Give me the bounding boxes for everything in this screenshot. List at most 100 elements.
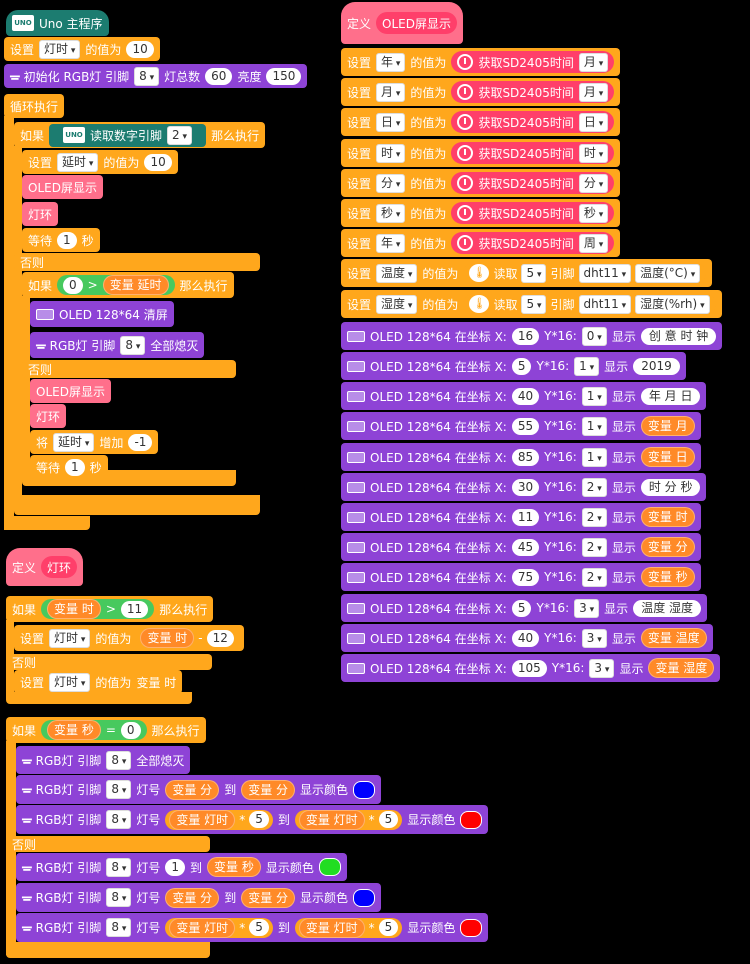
var-dropdown[interactable]: 温度: [376, 263, 418, 283]
x-input[interactable]: 105: [511, 659, 547, 677]
y-dropdown[interactable]: 2: [581, 537, 607, 557]
x-input[interactable]: 5: [511, 357, 532, 375]
set-time-var-block[interactable]: 设置秒的值为获取SD2405时间秒: [341, 199, 621, 227]
set-time-var-block[interactable]: 设置年的值为获取SD2405时间月: [341, 48, 621, 76]
number-input[interactable]: 1: [165, 858, 185, 876]
y-dropdown[interactable]: 1: [581, 416, 607, 436]
get-time-block[interactable]: 获取SD2405时间月: [451, 81, 615, 103]
pin-dropdown[interactable]: 8: [106, 780, 132, 799]
var-dropdown[interactable]: 灯时: [49, 672, 91, 692]
var-dropdown[interactable]: 延时: [53, 432, 95, 452]
x-input[interactable]: 45: [511, 538, 540, 556]
brightness-input[interactable]: 150: [266, 67, 302, 85]
text-input[interactable]: 温度 湿度: [633, 599, 702, 617]
number-input[interactable]: 10: [144, 153, 172, 171]
set-sensor-var-block[interactable]: 设置湿度的值为🌡读取5引脚dht11湿度(%rh): [341, 290, 722, 318]
wait-block[interactable]: 等待 1 秒: [30, 455, 108, 479]
variable-light-hour[interactable]: 变量 灯时: [298, 917, 365, 938]
get-time-block[interactable]: 获取SD2405时间日: [451, 111, 615, 133]
call-oled-display-block[interactable]: OLED屏显示: [30, 379, 111, 403]
y-dropdown[interactable]: 2: [581, 507, 607, 527]
color-swatch-red[interactable]: [460, 918, 483, 937]
variable-second[interactable]: 变量 秒: [207, 857, 261, 877]
count-input[interactable]: 60: [205, 67, 233, 85]
variable-minute[interactable]: 变量 分: [165, 779, 220, 800]
compare-block[interactable]: 0 > 变量 延时: [57, 275, 175, 295]
set-time-var-block[interactable]: 设置日的值为获取SD2405时间日: [341, 108, 621, 136]
oled-print-block[interactable]: OLED 128*64 在坐标 X:5Y*16:1显示2019: [341, 352, 686, 380]
multiply-block[interactable]: 变量 灯时*5: [165, 809, 273, 830]
variable-delay[interactable]: 变量 延时: [102, 275, 169, 295]
y-dropdown[interactable]: 1: [581, 386, 607, 406]
x-input[interactable]: 5: [511, 599, 532, 617]
set-light-hour-block[interactable]: 设置 灯时 的值为 10: [4, 37, 160, 61]
var-dropdown[interactable]: 年: [376, 52, 406, 72]
rgb-range-color-block[interactable]: ᚚ RGB灯 引脚 8 灯号 变量 灯时*5 到 变量 灯时*5 显示颜色: [16, 805, 489, 834]
variable-value[interactable]: 变量 温度: [640, 628, 707, 648]
procedure-name[interactable]: OLED屏显示: [376, 12, 457, 34]
y-dropdown[interactable]: 3: [581, 628, 607, 648]
var-dropdown[interactable]: 延时: [57, 152, 99, 172]
oled-clear-block[interactable]: OLED 128*64 清屏: [30, 301, 174, 327]
oled-print-block[interactable]: OLED 128*64 在坐标 X:11Y*16:2显示变量 时: [341, 503, 701, 531]
pin-dropdown[interactable]: 2: [167, 125, 193, 145]
set-light-hour-block[interactable]: 设置 灯时 的值为 变量 时 - 12: [14, 625, 244, 651]
get-time-block[interactable]: 获取SD2405时间月: [451, 51, 615, 73]
change-delay-block[interactable]: 将 延时 增加 -1: [30, 430, 159, 454]
variable-value[interactable]: 变量 日: [640, 447, 695, 467]
if-hour-block[interactable]: 如果 变量 时 > 11 那么执行: [6, 596, 214, 622]
set-delay-block[interactable]: 设置 延时 的值为 10: [22, 150, 178, 174]
get-time-block[interactable]: 获取SD2405时间时: [451, 142, 615, 164]
var-dropdown[interactable]: 分: [376, 173, 406, 193]
call-light-ring-block[interactable]: 灯环: [22, 202, 59, 226]
number-input[interactable]: 5: [378, 811, 399, 828]
multiply-block[interactable]: 变量 灯时*5: [165, 917, 273, 938]
x-input[interactable]: 16: [511, 327, 540, 345]
variable-value[interactable]: 变量 月: [640, 416, 695, 436]
unit-dropdown[interactable]: 时: [578, 143, 609, 163]
compare-block[interactable]: 变量 时 > 11: [41, 599, 155, 619]
rgb-range-color-block[interactable]: ᚚ RGB灯 引脚 8 灯号 变量 分 到 变量 分 显示颜色: [16, 883, 382, 912]
pin-dropdown[interactable]: 5: [521, 263, 547, 283]
x-input[interactable]: 75: [511, 568, 540, 586]
set-time-var-block[interactable]: 设置时的值为获取SD2405时间时: [341, 139, 621, 167]
define-light-ring-hat[interactable]: 定义 灯环: [6, 548, 84, 586]
get-time-block[interactable]: 获取SD2405时间秒: [451, 202, 615, 224]
variable-value[interactable]: 变量 湿度: [648, 658, 715, 678]
set-time-var-block[interactable]: 设置年的值为获取SD2405时间周: [341, 229, 621, 257]
variable-minute[interactable]: 变量 分: [165, 887, 220, 908]
variable-light-hour[interactable]: 变量 灯时: [298, 809, 365, 830]
variable-value[interactable]: 变量 分: [640, 537, 695, 557]
minus-block[interactable]: 变量 时 - 12: [136, 628, 238, 648]
digital-read-block[interactable]: UNO 读取数字引脚 2: [49, 123, 207, 147]
number-input[interactable]: 1: [57, 231, 77, 249]
number-input[interactable]: 0: [120, 721, 141, 739]
rgb-range-color-block[interactable]: ᚚ RGB灯 引脚 8 灯号 变量 分 到 变量 分 显示颜色: [16, 775, 382, 804]
unit-dropdown[interactable]: 月: [578, 82, 609, 102]
x-input[interactable]: 85: [511, 448, 540, 466]
oled-print-block[interactable]: OLED 128*64 在坐标 X:16Y*16:0显示创 意 时 钟: [341, 322, 723, 350]
oled-print-block[interactable]: OLED 128*64 在坐标 X:5Y*16:3显示温度 湿度: [341, 594, 708, 622]
dht-read-block[interactable]: 🌡读取5引脚dht11湿度(%rh): [463, 294, 716, 314]
rgb-all-off-block[interactable]: ᚚ RGB灯 引脚 8 全部熄灭: [30, 332, 205, 358]
unit-dropdown[interactable]: 分: [578, 173, 609, 193]
variable-hour[interactable]: 变量 时: [47, 599, 101, 619]
pin-dropdown[interactable]: 8: [106, 750, 132, 770]
unit-dropdown[interactable]: 日: [578, 112, 609, 132]
x-input[interactable]: 40: [511, 387, 540, 405]
color-swatch-red[interactable]: [460, 810, 483, 829]
x-input[interactable]: 55: [511, 417, 540, 435]
var-dropdown[interactable]: 秒: [376, 203, 406, 223]
x-input[interactable]: 40: [511, 629, 540, 647]
dht-read-block[interactable]: 🌡读取5引脚dht11温度(°C): [463, 263, 707, 283]
if-second-block[interactable]: 如果 变量 秒 = 0 那么执行: [6, 717, 206, 743]
number-input[interactable]: 10: [126, 40, 154, 58]
unit-dropdown[interactable]: 秒: [578, 203, 609, 223]
variable-minute[interactable]: 变量 分: [241, 887, 296, 908]
text-input[interactable]: 创 意 时 钟: [640, 327, 717, 345]
oled-print-block[interactable]: OLED 128*64 在坐标 X:55Y*16:1显示变量 月: [341, 412, 701, 440]
var-dropdown[interactable]: 灯时: [49, 628, 91, 648]
pin-dropdown[interactable]: 8: [106, 918, 132, 937]
text-input[interactable]: 时 分 秒: [640, 478, 701, 496]
color-swatch-blue[interactable]: [353, 888, 376, 907]
